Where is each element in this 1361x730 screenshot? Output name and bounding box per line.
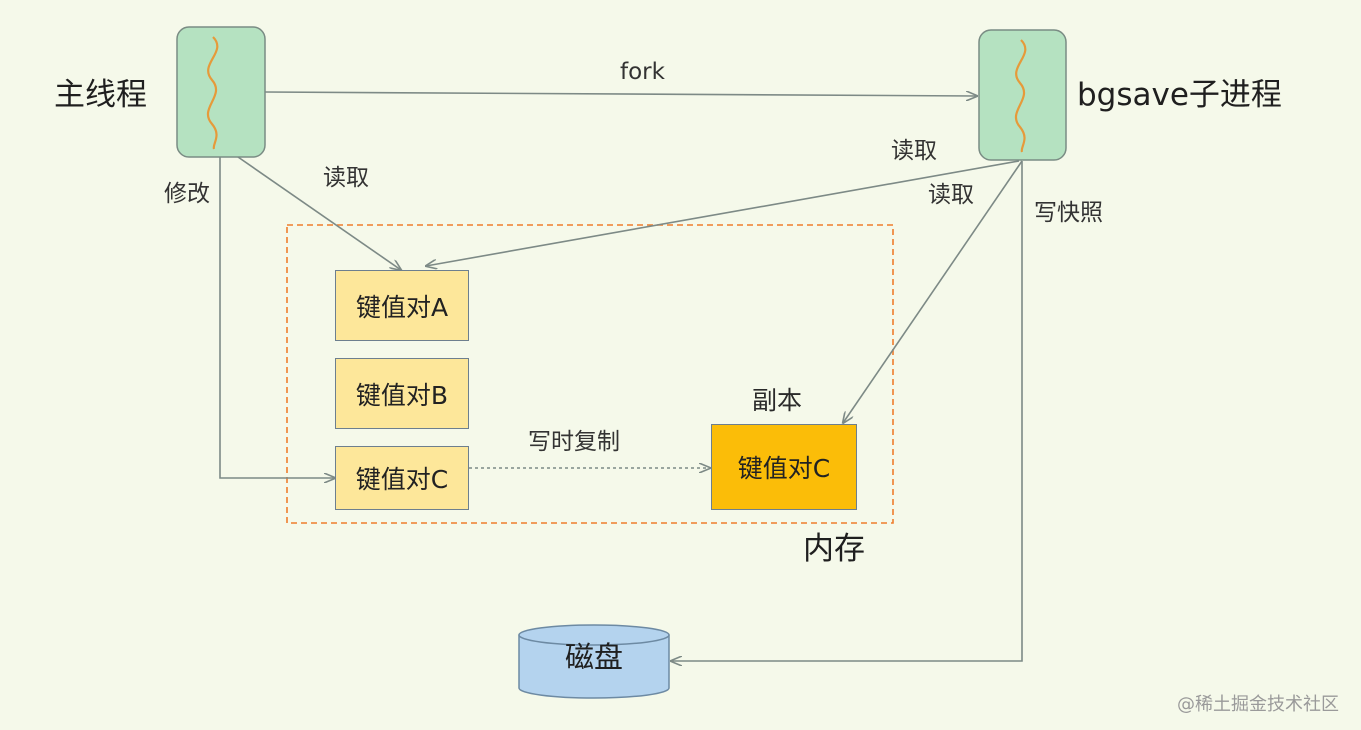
main-thread-label: 主线程 <box>54 77 147 113</box>
disk-label: 磁盘 <box>564 640 623 674</box>
disk-icon <box>518 624 670 699</box>
kv-box-c: 键值对C <box>335 446 469 510</box>
main-modify-label: 修改 <box>164 181 210 207</box>
kv-box-b: 键值对B <box>335 358 469 429</box>
copy-on-write-label: 写时复制 <box>528 429 620 455</box>
fork-label: fork <box>620 59 665 85</box>
replica-kv-box-c: 键值对C <box>711 424 857 510</box>
main-read-label: 读取 <box>323 165 369 191</box>
fork-arrow <box>264 92 977 96</box>
replica-label: 副本 <box>752 386 803 415</box>
memory-region-border <box>286 224 894 524</box>
main-thread-icon <box>176 26 266 158</box>
memory-label: 内存 <box>803 531 865 567</box>
child-read-label-2: 读取 <box>928 182 974 208</box>
kv-box-a: 键值对A <box>335 270 469 341</box>
main-read-arrow <box>237 156 401 270</box>
child-read-arrow-replica <box>843 160 1023 423</box>
main-modify-arrow <box>219 157 335 478</box>
child-read-arrow-a <box>426 160 1020 266</box>
write-snapshot-arrow <box>671 161 1023 661</box>
bgsave-process-icon <box>978 29 1067 161</box>
bgsave-process-label: bgsave子进程 <box>1077 77 1282 113</box>
watermark: @稀土掘金技术社区 <box>1177 694 1339 715</box>
child-read-label-1: 读取 <box>891 138 937 164</box>
write-snapshot-label: 写快照 <box>1034 200 1103 226</box>
